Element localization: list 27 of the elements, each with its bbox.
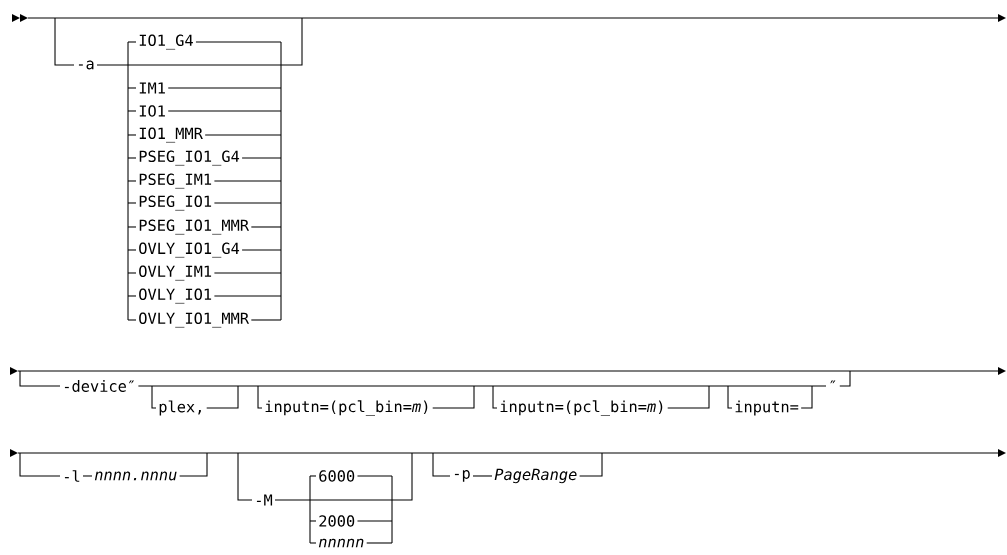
syntax-label: -device″ [64,380,135,392]
syntax-label: PSEG_IO1_MMR [139,219,250,235]
syntax-label: -a [78,60,94,70]
syntax-label: inputn= [735,400,799,416]
syntax-label: ″ [830,380,836,384]
syntax-label: inputn=(pcl_bin=m) [500,400,663,416]
syntax-label: PSEG_IO1 [139,195,212,211]
syntax-label: PSEG_IO1_G4 [139,150,240,166]
syntax-label: IO1_G4 [139,34,193,50]
syntax-label: IO1_MMR [139,127,203,143]
syntax-label: OVLY_IO1 [139,288,212,304]
syntax-label: -M [256,494,273,506]
syntax-label: 2000 [319,515,355,527]
syntax-label: plex, [159,400,201,416]
syntax-label: IO1 [139,105,165,117]
syntax-label: PSEG_IM1 [139,173,212,189]
syntax-label: -l [64,470,80,482]
syntax-label: OVLY_IO1_G4 [139,242,240,258]
syntax-label: IM1 [139,82,165,94]
syntax-label: 6000 [319,470,355,482]
syntax-label: nnnnn [318,538,364,548]
syntax-label: -p [454,470,470,482]
syntax-label: PageRange [494,468,577,484]
syntax-label: OVLY_IM1 [139,265,212,281]
syntax-label: nnnn.nnnu [94,471,177,481]
syntax-label: OVLY_IO1_MMR [139,312,250,328]
syntax-label: inputn=(pcl_bin=m) [265,400,428,416]
